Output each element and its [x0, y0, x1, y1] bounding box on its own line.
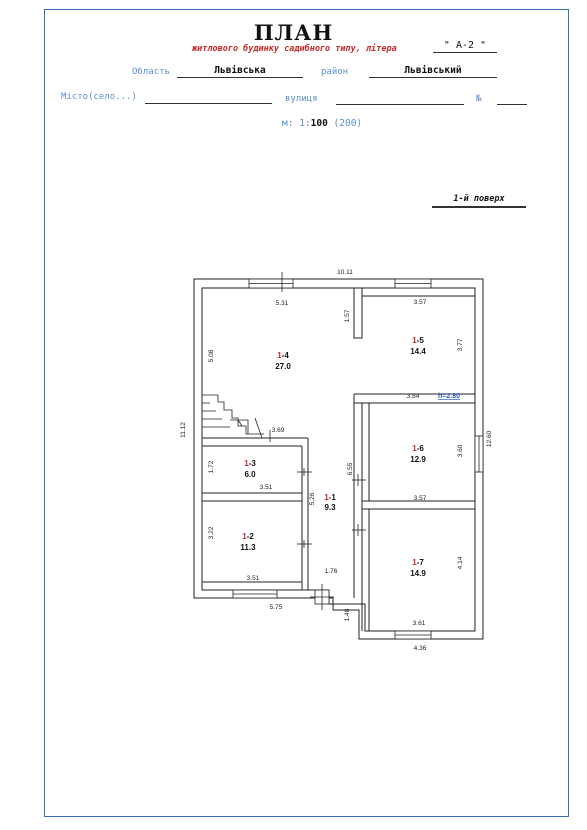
oblast-value: Львівська — [177, 65, 303, 78]
room-label-1-4: 1-4 — [277, 351, 289, 360]
dimension-label: 5.26 — [309, 492, 316, 505]
room-number: -7 — [417, 558, 425, 567]
misto-line — [145, 103, 272, 104]
dimension-label: 10.11 — [337, 269, 353, 276]
dimensions: 10.11 5.31 1.57 3.57 5.08 3.77 3.84 h=2.… — [180, 269, 493, 652]
dimension-label: 3.77 — [457, 338, 464, 351]
scale-value: 100 — [310, 118, 328, 129]
dimension-label: 1.57 — [344, 309, 351, 322]
room-area-1-4: 27.0 — [275, 362, 291, 371]
room-label-1-3: 1-3 — [244, 459, 256, 468]
raion-label: район — [321, 67, 349, 77]
dimension-label: 3.61 — [413, 620, 426, 627]
dimension-label: 5.08 — [208, 349, 215, 362]
dimension-label: 6.55 — [347, 462, 354, 475]
room-floor: 1 — [412, 558, 417, 567]
dimension-label: 3.57 — [414, 299, 427, 306]
outer-walls — [193, 278, 484, 640]
dimension-label: 11.12 — [180, 422, 187, 438]
room-area-1-6: 12.9 — [410, 455, 426, 464]
height-mark: h=2.80 — [438, 393, 460, 400]
room-label-1-1: 1-1 — [324, 493, 336, 502]
page-title: ПЛАН — [253, 20, 334, 45]
dimension-label: 4.14 — [457, 556, 464, 569]
oblast-label: Область — [132, 67, 170, 77]
scale-line: м: 1:100 (200) — [282, 118, 362, 129]
room-floor: 1 — [412, 336, 417, 345]
number-line — [497, 104, 527, 105]
room-floor: 1 — [324, 493, 329, 502]
room-floor: 1 — [244, 459, 249, 468]
dimension-label: 12.60 — [486, 430, 493, 447]
room-area-1-7: 14.9 — [410, 569, 426, 578]
room-number: -1 — [329, 493, 337, 502]
dimension-label: 3.57 — [414, 495, 427, 502]
dimension-label: 3.69 — [272, 427, 285, 434]
room-floor: 1 — [412, 444, 417, 453]
room-number: -5 — [417, 336, 425, 345]
room-number: -4 — [282, 351, 290, 360]
dimension-label: 3.84 — [407, 393, 420, 400]
room-label-1-6: 1-6 — [412, 444, 424, 453]
dimension-label: 4.36 — [414, 645, 427, 652]
vulytsia-line — [336, 104, 464, 105]
room-number: -3 — [249, 459, 257, 468]
room-number: -2 — [247, 532, 255, 541]
dimension-label: 3.51 — [247, 575, 260, 582]
dimension-label: 3.51 — [260, 484, 273, 491]
room-number: -6 — [417, 444, 425, 453]
scale-prefix: м: — [282, 118, 294, 129]
dimension-label: 3.22 — [208, 526, 215, 539]
room-labels: 1-1 9.3 1-2 11.3 1-3 6.0 1-4 27.0 1-5 14… — [240, 336, 426, 578]
room-label-1-2: 1-2 — [242, 532, 254, 541]
doors — [269, 430, 366, 548]
room-label-1-7: 1-7 — [412, 558, 424, 567]
document-subtitle: житлового будинку садибного типу, літера — [192, 44, 397, 54]
raion-value: Львівський — [369, 65, 497, 78]
dimension-label: 5.75 — [270, 604, 283, 611]
scale-base: 1: — [299, 118, 311, 129]
stairs — [202, 394, 264, 439]
room-area-1-1: 9.3 — [324, 503, 336, 512]
misto-label: Місто(село...) — [61, 92, 137, 102]
litera-value: " А-2 " — [433, 40, 497, 53]
windows — [232, 272, 484, 640]
dimension-label: 1.72 — [208, 460, 215, 473]
room-floor: 1 — [277, 351, 282, 360]
page-frame — [44, 9, 569, 817]
dimension-label: 1.48 — [344, 608, 351, 621]
room-area-1-2: 11.3 — [240, 543, 256, 552]
number-label: № — [476, 94, 482, 104]
scale-alt: (200) — [333, 118, 363, 129]
floor-label: 1-й поверх — [432, 194, 526, 208]
inner-walls — [202, 288, 475, 631]
dimension-label: 5.31 — [276, 300, 289, 307]
room-label-1-5: 1-5 — [412, 336, 424, 345]
vulytsia-label: вулиця — [285, 94, 318, 104]
room-floor: 1 — [242, 532, 247, 541]
room-area-1-5: 14.4 — [410, 347, 426, 356]
dimension-label: 3.60 — [457, 444, 464, 457]
room-area-1-3: 6.0 — [244, 470, 256, 479]
dimension-label: 1.76 — [325, 568, 338, 575]
